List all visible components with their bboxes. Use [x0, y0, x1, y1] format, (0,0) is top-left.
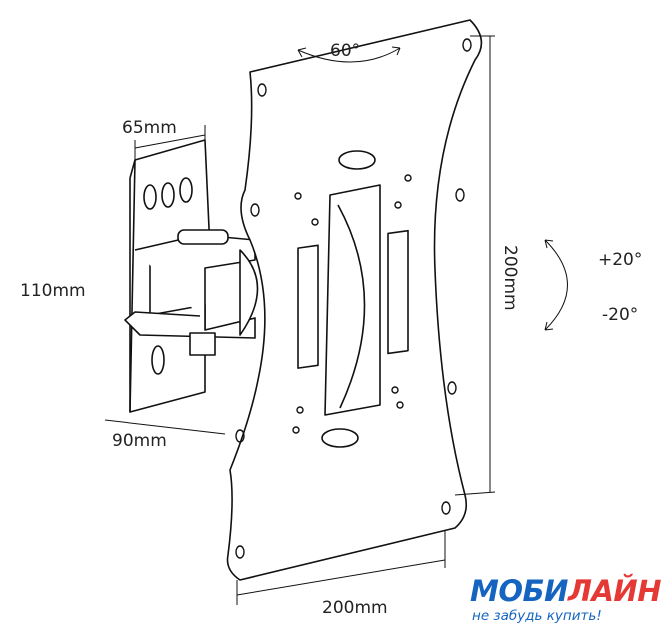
logo-brand-part1: МОБИ: [470, 574, 568, 608]
tilt-arrow-icon: [544, 239, 568, 331]
logo-brand-part2: ЛАЙН: [567, 574, 662, 608]
bracket-width-label: 65mm: [122, 118, 177, 138]
plate-width-label: 200mm: [322, 598, 388, 618]
tilt-down-label: -20°: [602, 305, 638, 325]
logo-tagline: не забудь купить!: [472, 608, 602, 624]
tilt-up-label: +20°: [598, 250, 642, 270]
rotation-arrow-icon: [297, 46, 401, 63]
mobiline-logo: МОБИЛАЙН не забудь купить!: [470, 574, 662, 624]
bracket-height-label: 110mm: [20, 281, 86, 301]
rotation-label: 60°: [330, 41, 360, 61]
swivel-arm: [124, 234, 256, 339]
vesa-plate: [226, 19, 483, 581]
plate-height-label: 200mm: [500, 245, 520, 311]
arm-depth-label: 90mm: [112, 431, 167, 451]
